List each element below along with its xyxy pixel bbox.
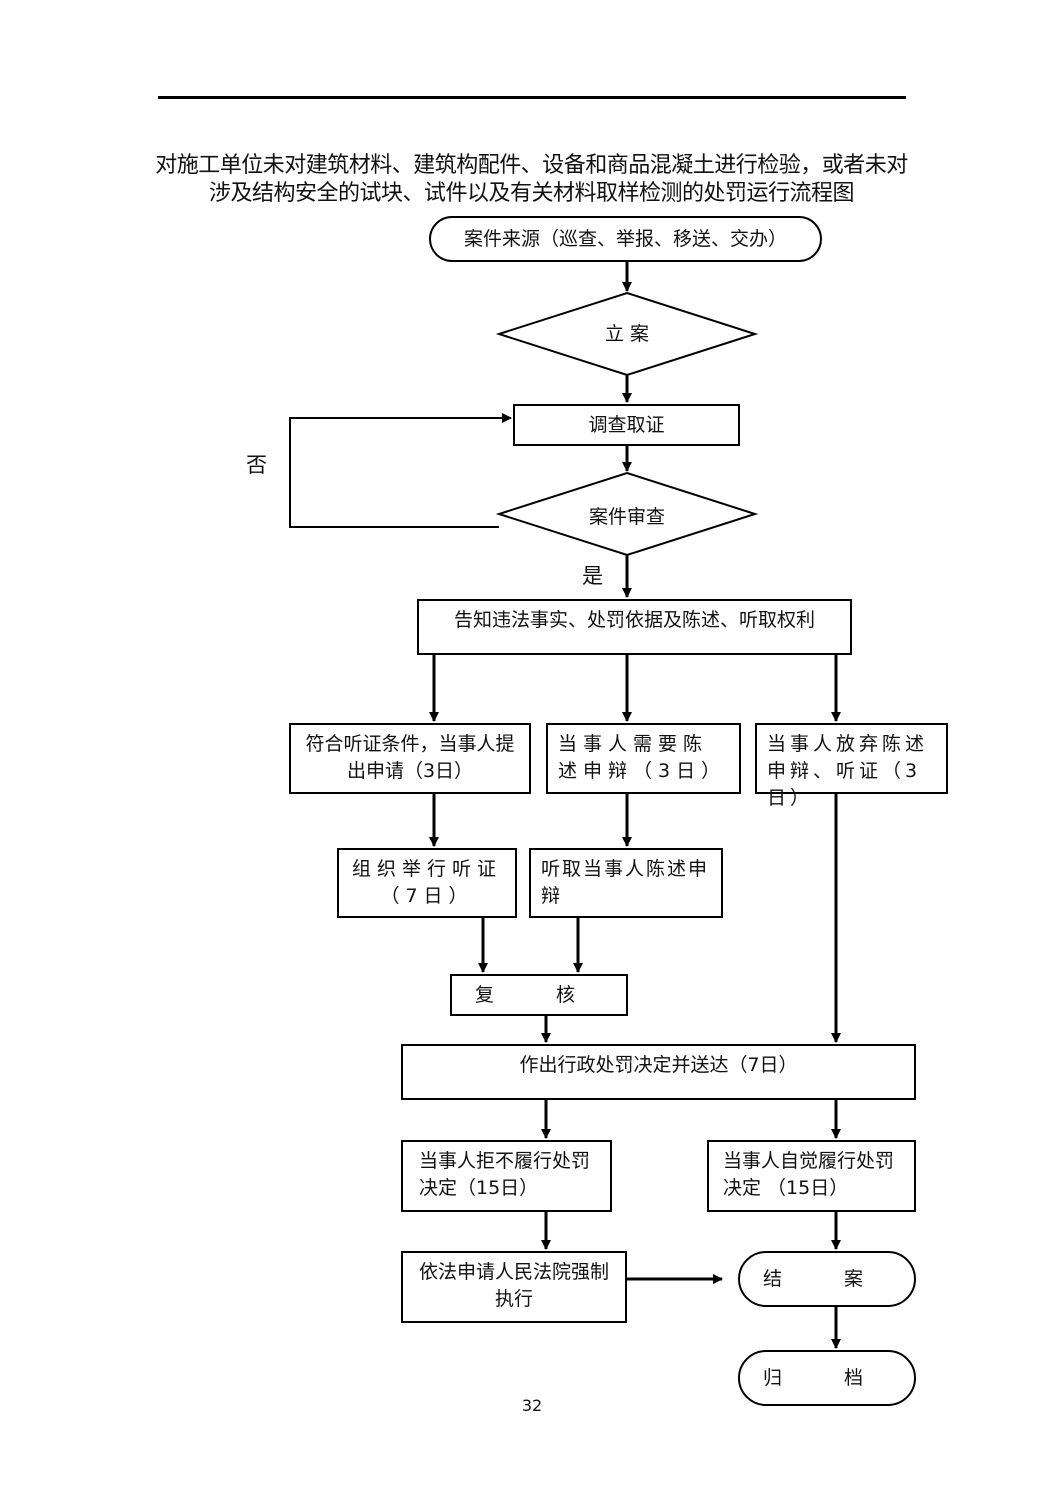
refuse-node: 当事人拒不履行处罚决定（15日） xyxy=(401,1140,612,1212)
notify-node: 告知违法事实、处罚依据及陈述、听取权利 xyxy=(417,599,852,655)
statement-need-node: 当事人需要陈述申辩（3日） xyxy=(546,723,741,794)
enforce-node: 依法申请人民法院强制执行 xyxy=(401,1251,627,1323)
hearing-apply-node: 符合听证条件，当事人提出申请（3日） xyxy=(289,723,531,794)
archive-node: 归 档 xyxy=(738,1350,916,1406)
diagram-title-line2: 涉及结构安全的试块、试件以及有关材料取样检测的处罚运行流程图 xyxy=(208,181,855,206)
review-node: 案件审查 xyxy=(588,506,665,528)
recheck-node: 复 核 xyxy=(450,974,628,1016)
arrow-review-no-loop xyxy=(289,413,512,528)
page-number: 32 xyxy=(521,1396,543,1415)
yes-label: 是 xyxy=(582,564,603,588)
investigation-node: 调查取证 xyxy=(513,404,740,446)
header-rule xyxy=(158,96,906,99)
comply-node: 当事人自觉履行处罚决定 （15日） xyxy=(707,1140,916,1212)
diagram-title-line1: 对施工单位未对建筑材料、建筑构配件、设备和商品混凝土进行检验，或者未对 xyxy=(155,153,908,178)
listen-statement-node: 听取当事人陈述申辩 xyxy=(529,848,723,918)
decision-node: 作出行政处罚决定并送达（7日） xyxy=(401,1044,916,1100)
filing-node: 立 案 xyxy=(604,323,650,345)
no-label: 否 xyxy=(246,453,267,477)
waive-node: 当事人放弃陈述申辩、听证（3日） xyxy=(755,723,948,809)
close-node: 结 案 xyxy=(738,1251,916,1307)
source-node: 案件来源（巡查、举报、移送、交办） xyxy=(429,216,822,262)
hearing-hold-node: 组织举行听证（7日） xyxy=(337,848,517,918)
